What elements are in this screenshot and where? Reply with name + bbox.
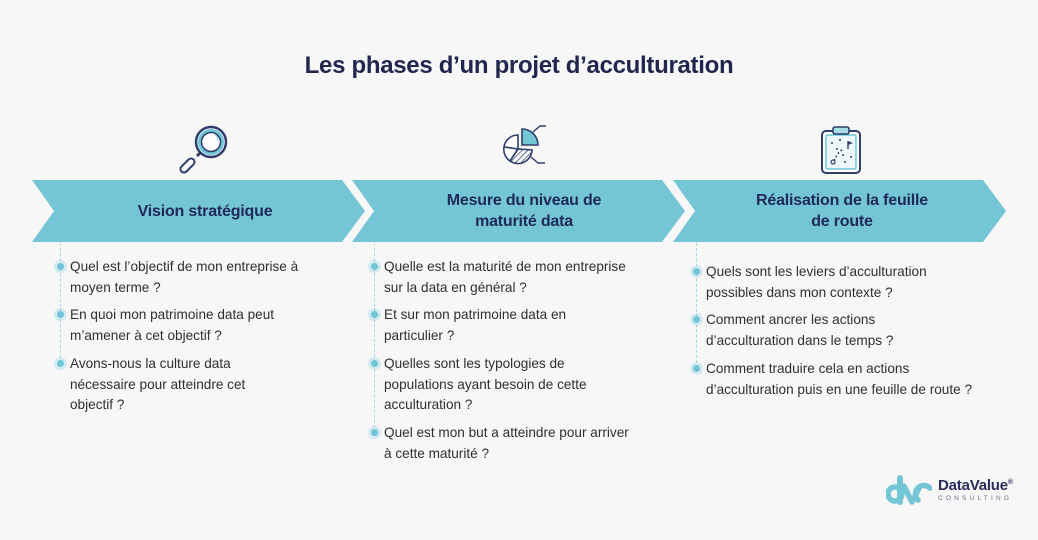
dvc-logo-icon — [886, 475, 932, 505]
bullet-dot — [371, 263, 378, 270]
timeline-line-1 — [60, 243, 61, 363]
question-item: Et sur mon patrimoine data en particulie… — [384, 307, 567, 343]
phase-2-title: Mesure du niveau de maturité data — [446, 192, 602, 230]
bullet-dot — [371, 429, 378, 436]
chevron-2 — [352, 180, 685, 242]
bullet-dot — [57, 311, 64, 318]
logo-subtitle: CONSULTING — [938, 494, 1013, 502]
bullet-dot — [371, 311, 378, 318]
pie-chart-icon — [498, 123, 552, 178]
question-item: Quelles sont les typologies de populatio… — [384, 356, 587, 412]
clipboard-strategy-icon — [818, 123, 864, 180]
question-item: Comment traduire cela en actions d’accul… — [706, 361, 973, 397]
question-item: En quoi mon patrimoine data peut m’amene… — [70, 307, 275, 343]
bullet-dot — [693, 365, 700, 372]
question-item: Comment ancrer les actions d’acculturati… — [706, 312, 894, 348]
bullet-dot — [371, 360, 378, 367]
question-item: Quelle est la maturité de mon entreprise… — [384, 259, 626, 295]
chevron-3 — [673, 180, 1006, 242]
bullet-dot — [57, 263, 64, 270]
chevron-1 — [32, 180, 365, 242]
phase-3-title: Réalisation de la feuille de route — [756, 192, 928, 230]
question-item: Quel est mon but a atteindre pour arrive… — [384, 425, 629, 461]
bullet-dot — [693, 316, 700, 323]
datavalue-logo: DataValue® CONSULTING — [886, 472, 1013, 506]
logo-brand: DataValue — [938, 476, 1008, 494]
timeline-line-3 — [696, 243, 697, 368]
magnifying-glass-icon — [178, 122, 234, 183]
page-title: Les phases d’un projet d’acculturation — [304, 52, 734, 79]
question-item: Quels sont les leviers d’acculturation p… — [706, 264, 927, 300]
bullet-dot — [57, 360, 64, 367]
phase-1-title: Vision stratégique — [137, 202, 273, 220]
question-item: Avons-nous la culture data nécessaire po… — [70, 356, 246, 412]
timeline-line-2 — [374, 243, 375, 433]
logo-registered-mark: ® — [1007, 478, 1013, 486]
bullet-dot — [693, 268, 700, 275]
question-item: Quel est l’objectif de mon entreprise à … — [70, 259, 299, 295]
